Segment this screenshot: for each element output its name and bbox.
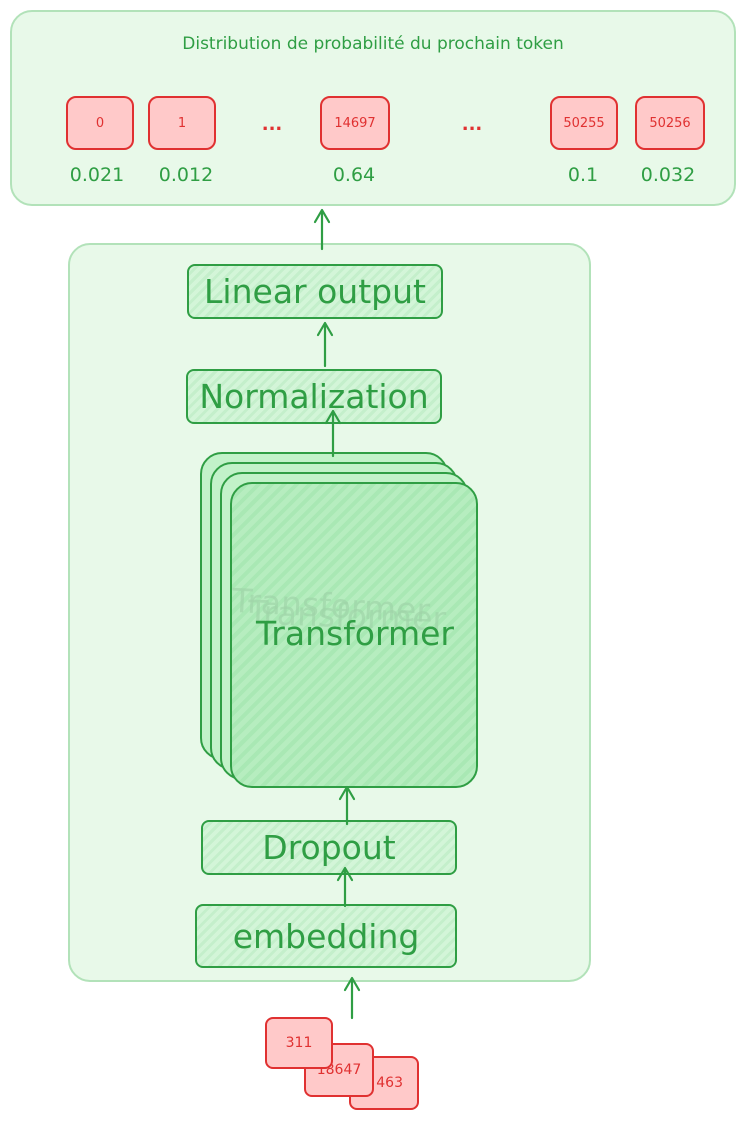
input-token-311: 311: [265, 1017, 333, 1069]
arrow-input-to-embedding: [343, 976, 361, 1020]
output-token-1: 1: [148, 96, 216, 150]
output-prob-0: 0.021: [69, 164, 125, 186]
output-token-50255: 50255: [550, 96, 618, 150]
transformer-label: Transformer: [255, 614, 455, 653]
output-token-50256: 50256: [635, 96, 705, 150]
output-token-14697: 14697: [320, 96, 390, 150]
output-prob-50256: 0.032: [640, 164, 696, 186]
arrow-model-to-output: [313, 208, 331, 251]
output-ellipsis-2: ...: [461, 114, 483, 135]
arrow-normalization-to-linear: [316, 321, 334, 368]
input-token-18647: 18647: [304, 1043, 374, 1097]
arrow-transformer-to-normalization: [324, 409, 342, 458]
embedding-layer: embedding: [195, 904, 457, 968]
output-title: Distribution de probabilité du prochain …: [182, 34, 564, 54]
linear-output-layer: Linear output: [187, 264, 443, 319]
output-prob-1: 0.012: [158, 164, 214, 186]
output-ellipsis-1: ...: [261, 114, 283, 135]
output-token-0: 0: [66, 96, 134, 150]
arrow-dropout-to-transformer: [338, 785, 356, 826]
output-prob-50255: 0.1: [567, 164, 599, 186]
arrow-embedding-to-dropout: [336, 866, 354, 908]
dropout-layer: Dropout: [201, 820, 457, 875]
output-prob-14697: 0.64: [332, 164, 376, 186]
normalization-layer: Normalization: [186, 369, 442, 424]
transformer-block-front: [230, 482, 478, 788]
